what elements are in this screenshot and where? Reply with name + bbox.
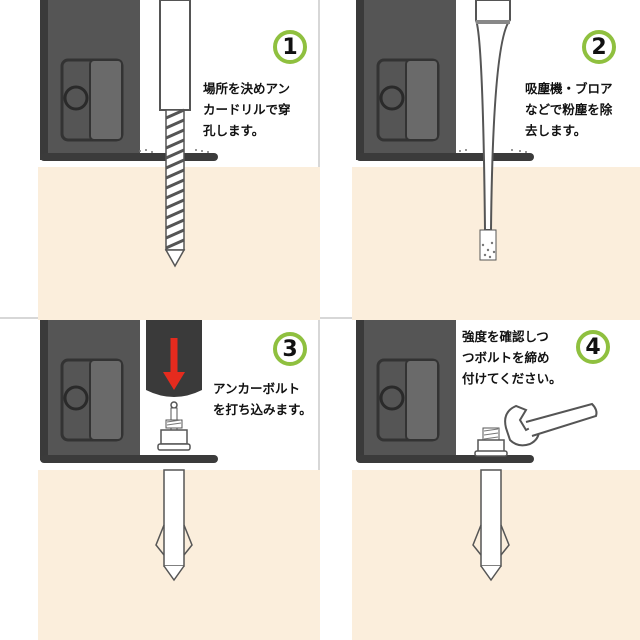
step-number: 4 [585,334,601,360]
step-3-illustration [38,320,320,640]
caption-line: アンカーボルト [213,381,301,396]
base-plate [40,153,218,161]
step-number-badge: 2 [582,30,616,64]
step-number: 3 [282,336,298,362]
step-4-illustration [352,320,640,640]
caption-line: カードリルで穿 [203,102,291,117]
base-plate [356,455,534,463]
bolt-hole-circle [379,85,405,111]
caption-line: を打ち込みます。 [213,402,312,417]
step-caption: 強度を確認しつ つボルトを締め 付けてください。 [462,326,562,389]
caption-line: 吸塵機・ブロア [525,81,613,96]
anchor-bolt [155,401,193,582]
step-number-badge: 3 [273,332,307,366]
step-2-panel: 2 吸塵機・ブロア などで粉塵を除 去します。 [320,0,640,320]
step-number: 2 [591,34,607,60]
drill-chuck [159,0,191,111]
caption-line: 場所を決めアン [203,81,291,96]
bolt-hole-circle [63,85,89,111]
horizontal-divider [0,317,640,319]
step-number: 1 [282,34,298,60]
caption-line: などで粉塵を除 [525,102,613,117]
caption-line: 孔します。 [203,123,265,138]
step-caption: アンカーボルト を打ち込みます。 [213,378,312,420]
caption-line: 去します。 [525,123,587,138]
step-number-badge: 1 [273,30,307,64]
step-caption: 場所を決めアン カードリルで穿 孔します。 [203,78,291,141]
step-3-panel: 3 アンカーボルト を打ち込みます。 [0,320,320,640]
anchor-bolt [472,427,510,582]
caption-line: 強度を確認しつ [462,329,549,344]
step-4-panel: 4 強度を確認しつ つボルトを締め 付けてください。 [320,320,640,640]
bolt-hole-circle [63,385,89,411]
base-plate [356,153,534,161]
step-2-illustration [352,0,640,320]
drill-bit [164,108,186,268]
step-caption: 吸塵機・ブロア などで粉塵を除 去します。 [525,78,613,141]
caption-line: つボルトを締め [462,350,550,365]
bolt-hole-circle [379,385,405,411]
step-1-illustration [38,0,320,320]
step-1-panel: 1 場所を決めアン カードリルで穿 孔します。 [0,0,320,320]
base-plate [40,455,218,463]
vertical-divider [318,0,320,640]
step-number-badge: 4 [576,330,610,364]
dust-particles [139,149,209,153]
caption-line: 付けてください。 [462,371,562,386]
dust-particles [459,149,527,259]
